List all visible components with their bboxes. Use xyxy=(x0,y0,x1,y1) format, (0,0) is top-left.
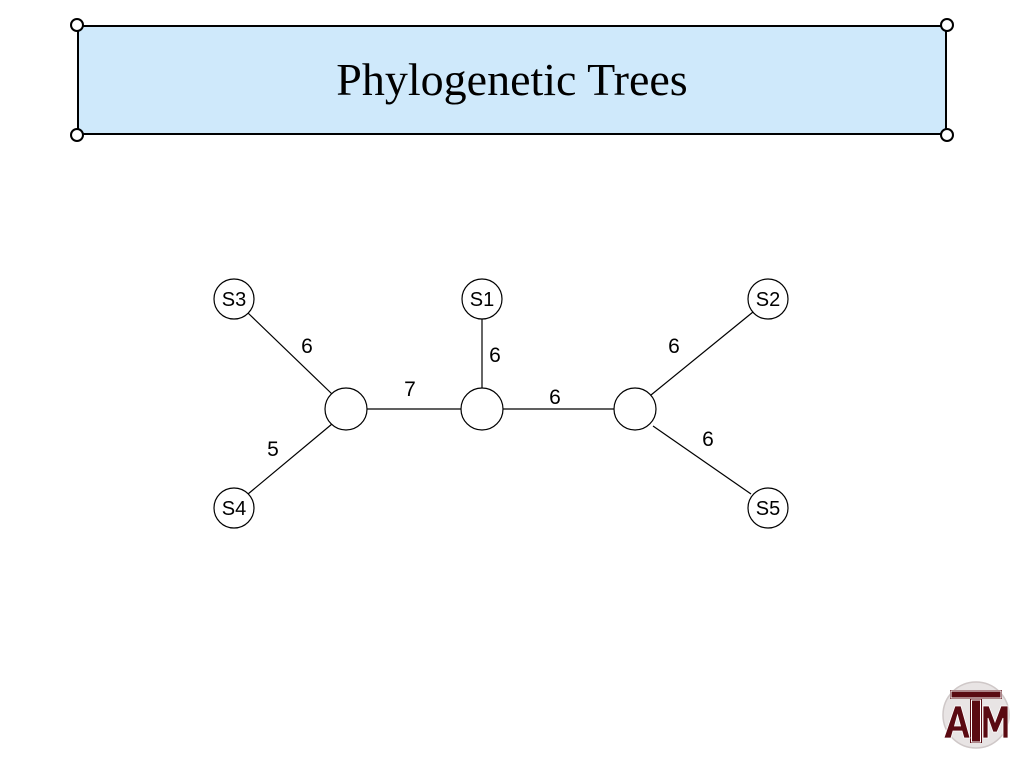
leaf-label-s2: S2 xyxy=(756,289,780,311)
leaf-label-s1: S1 xyxy=(470,289,494,311)
edge-weight-s1-center: 6 xyxy=(489,344,501,367)
internal-node-center xyxy=(460,387,504,431)
leaf-node-s1 xyxy=(461,278,503,320)
leaf-node-s5 xyxy=(747,487,789,529)
edge-weight-center-right: 6 xyxy=(549,386,561,409)
edge-s4-left xyxy=(247,423,333,495)
edge-weight-s2-right: 6 xyxy=(668,335,680,358)
resize-handle-bottom-right[interactable] xyxy=(940,128,954,142)
internal-node-left xyxy=(324,387,368,431)
texas-am-logo xyxy=(942,681,1010,749)
leaf-label-s5: S5 xyxy=(756,498,780,520)
leaf-node-s4 xyxy=(213,487,255,529)
edge-weight-s5-right: 6 xyxy=(702,428,714,451)
resize-handle-top-right[interactable] xyxy=(940,18,954,32)
leaf-node-s3 xyxy=(213,278,255,320)
resize-handle-top-left[interactable] xyxy=(70,18,84,32)
internal-node-right xyxy=(613,387,657,431)
edge-s3-left xyxy=(247,312,333,395)
page-title: Phylogenetic Trees xyxy=(336,54,688,105)
edge-weight-s4-left: 5 xyxy=(267,438,279,461)
edge-weight-s3-left: 6 xyxy=(301,335,313,358)
edge-s2-right xyxy=(650,311,754,396)
edge-s5-right xyxy=(652,425,752,495)
resize-handle-bottom-left[interactable] xyxy=(70,128,84,142)
leaf-label-s3: S3 xyxy=(222,289,246,311)
leaf-label-s4: S4 xyxy=(222,498,246,520)
edge-weight-left-center: 7 xyxy=(404,378,416,401)
title-box[interactable]: Phylogenetic Trees xyxy=(77,25,947,135)
leaf-node-s2 xyxy=(747,278,789,320)
